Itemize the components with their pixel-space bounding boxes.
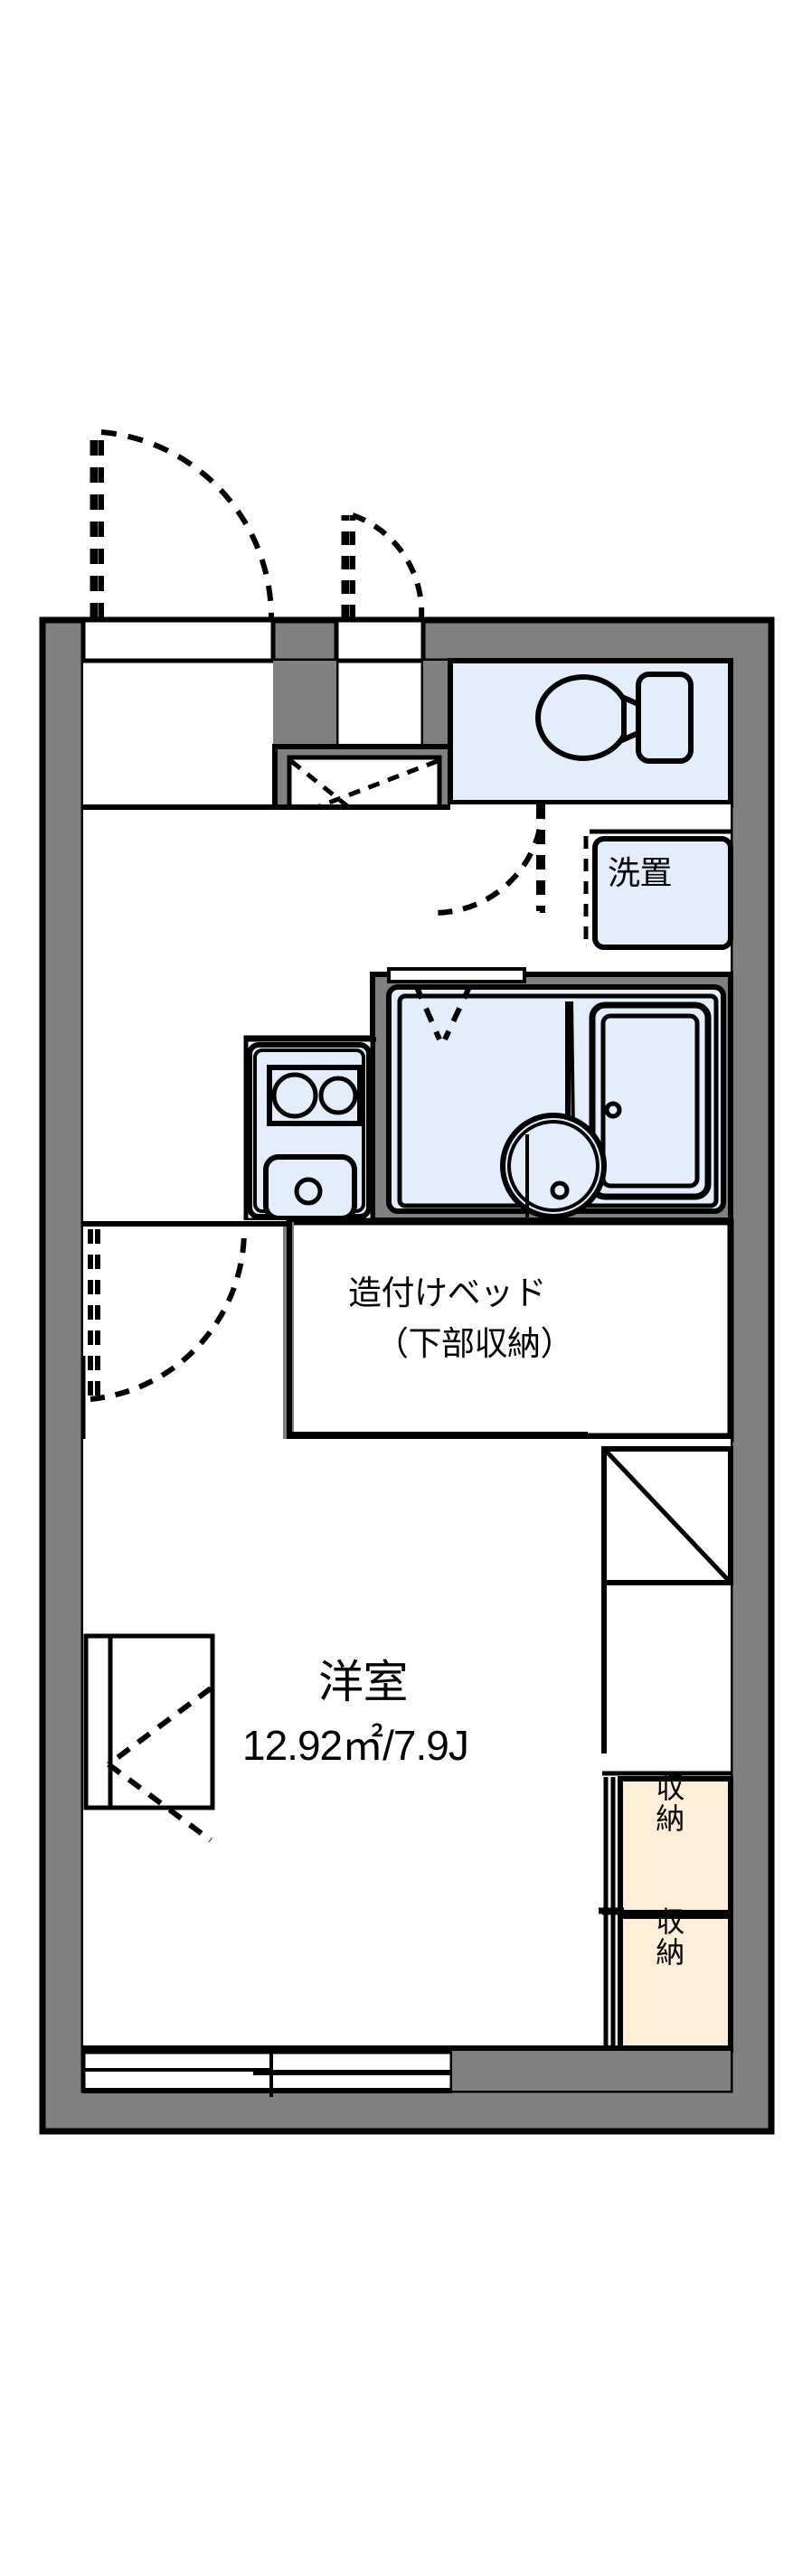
bathroom-door-swing: [413, 983, 473, 1041]
entrance-door-swing: [99, 429, 275, 619]
closet-2-label-line1: 収: [656, 1905, 685, 1938]
top-door-swing: [350, 512, 425, 619]
built-in-bed-label-line2: （下部収納）: [375, 1325, 574, 1362]
main-room-door-swing: [88, 1229, 247, 1402]
kitchen-bath-zone: [83, 967, 733, 1223]
closet-1-label: 収 納: [645, 1772, 695, 1835]
closet-sliding-doors: [599, 1771, 731, 2052]
main-room-name-label: 洋室: [318, 1657, 409, 1707]
closet-2-label: 収 納: [645, 1905, 695, 1969]
built-in-bed-label-line1: 造付けベッド: [348, 1274, 547, 1312]
top-small-niche: [334, 658, 426, 749]
kitchen-unit: [243, 1035, 376, 1223]
closet-1-label-line1: 収: [656, 1772, 685, 1804]
washer-space-label: 洗置: [608, 854, 673, 891]
toilet-room: [448, 658, 733, 808]
stove-two-burner-icon: [267, 1065, 363, 1126]
closet-1-label-line2: 納: [656, 1801, 685, 1835]
main-room-area-label: 12.92㎡/7.9J: [242, 1722, 469, 1769]
main-room-zone: [80, 1229, 733, 2097]
corridor-zone: [83, 804, 733, 967]
niche-alcove: [601, 1446, 733, 1753]
built-in-bed-zone: [83, 1218, 734, 1443]
bathtub-icon: [589, 1001, 712, 1200]
washer-space-icon: [592, 836, 733, 950]
bathroom-unit: [370, 967, 733, 1223]
balcony-sliding-window: [80, 2045, 455, 2097]
entrance-door-opening: [80, 617, 276, 663]
toilet-door-swing: [433, 804, 545, 916]
left-window: [83, 1633, 215, 1843]
bathroom-sink-icon: [500, 1001, 607, 1219]
top-small-opening: [334, 617, 426, 663]
kitchen-sink-icon: [263, 1154, 357, 1221]
closet-2-label-line2: 納: [656, 1935, 685, 1969]
toilet-icon: [535, 672, 694, 764]
